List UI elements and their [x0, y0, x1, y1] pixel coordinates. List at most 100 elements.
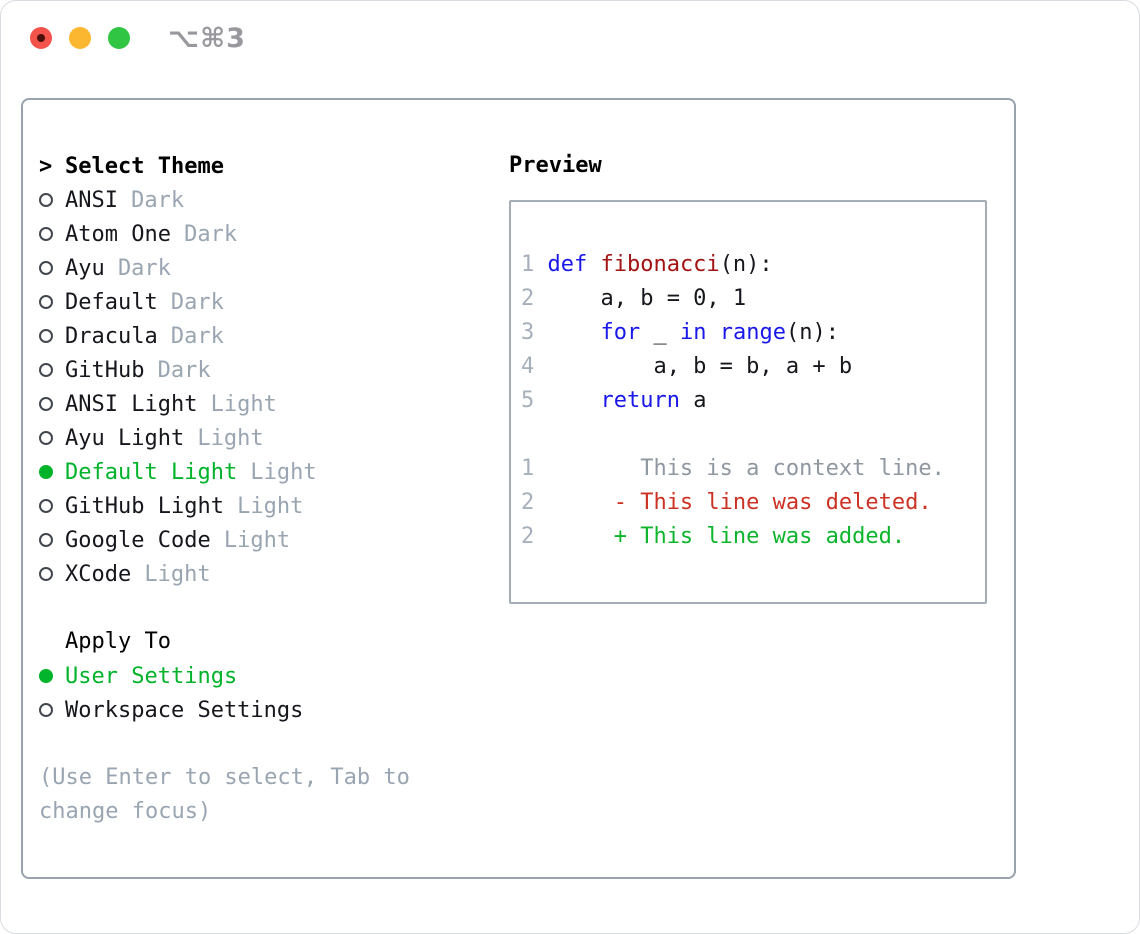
radio-icon[interactable] [39, 703, 53, 717]
theme-option-github-light-light[interactable]: GitHub Light Light [39, 489, 439, 523]
apply-option-label: User Settings [65, 663, 238, 689]
select-theme-header: > Select Theme [39, 149, 439, 183]
radio-selected-icon[interactable] [39, 669, 53, 683]
theme-name: Default [65, 289, 158, 315]
theme-variant-badge: Light [250, 459, 317, 485]
code-span-pl [547, 320, 600, 345]
line-number: 4 [521, 354, 535, 379]
maximize-button[interactable] [108, 27, 130, 49]
theme-variant-badge: Dark [184, 221, 238, 247]
theme-variant-badge: Light [237, 493, 304, 519]
theme-name: Default Light [65, 459, 238, 485]
code-span-pl: _ [640, 320, 680, 345]
line-number: 5 [521, 388, 535, 413]
theme-option-ansi-light-light[interactable]: ANSI Light Light [39, 387, 439, 421]
line-number: 2 [521, 490, 535, 515]
preview-title: Preview [509, 153, 602, 178]
code-line: 2 + This line was added. [521, 520, 975, 554]
theme-variant-badge: Light [210, 391, 277, 417]
radio-icon[interactable] [39, 499, 53, 513]
theme-variant-badge: Dark [131, 187, 185, 213]
theme-name: ANSI Light [65, 391, 198, 417]
radio-icon[interactable] [39, 227, 53, 241]
window-title-shortcut: ⌥⌘3 [168, 23, 246, 54]
theme-name: Google Code [65, 527, 211, 553]
code-span-pl [547, 388, 600, 413]
theme-option-default-light-light[interactable]: Default Light Light [39, 455, 439, 489]
radio-icon[interactable] [39, 533, 53, 547]
code-span-pl: a, b = b, a + b [547, 354, 853, 379]
code-span-pl: (n): [719, 252, 773, 277]
apply-to-title: Apply To [65, 629, 171, 654]
theme-option-xcode-light[interactable]: XCode Light [39, 557, 439, 591]
theme-option-dracula-dark[interactable]: Dracula Dark [39, 319, 439, 353]
theme-name: GitHub Light [65, 493, 224, 519]
theme-option-default-dark[interactable]: Default Dark [39, 285, 439, 319]
radio-icon[interactable] [39, 329, 53, 343]
minimize-button[interactable] [69, 27, 91, 49]
radio-icon[interactable] [39, 363, 53, 377]
code-line: 3 for _ in range(n): [521, 316, 975, 350]
line-number: 1 [521, 456, 535, 481]
code-span-pl: (n): [785, 320, 839, 345]
line-number: 3 [521, 320, 535, 345]
code-span-del: - This line was deleted. [547, 490, 932, 515]
radio-icon[interactable] [39, 193, 53, 207]
theme-name: Dracula [65, 323, 158, 349]
apply-option-workspace-settings[interactable]: Workspace Settings [39, 693, 439, 727]
prompt-caret-icon: > [39, 153, 53, 179]
code-span-kw: in [679, 320, 707, 345]
radio-selected-icon[interactable] [39, 465, 53, 479]
theme-name: Ayu Light [65, 425, 185, 451]
theme-option-atom-one-dark[interactable]: Atom One Dark [39, 217, 439, 251]
code-span-kw: range [719, 320, 786, 345]
line-number: 1 [521, 252, 535, 277]
theme-name: Atom One [65, 221, 171, 247]
radio-icon[interactable] [39, 431, 53, 445]
close-dot-icon [37, 34, 45, 42]
code-span-pl: a, b = 0, 1 [547, 286, 747, 311]
line-number: 2 [521, 524, 535, 549]
theme-name: XCode [65, 561, 132, 587]
code-span-fn: fibonacci [600, 252, 720, 277]
theme-variant-badge: Dark [170, 323, 224, 349]
theme-option-ansi-dark[interactable]: ANSI Dark [39, 183, 439, 217]
code-span-kw: return [600, 388, 680, 413]
theme-name: ANSI [65, 187, 118, 213]
close-button[interactable] [30, 27, 52, 49]
code-line: 2 - This line was deleted. [521, 486, 975, 520]
radio-icon[interactable] [39, 397, 53, 411]
code-line: 1 def fibonacci(n): [521, 248, 975, 282]
theme-variant-badge: Dark [117, 255, 171, 281]
code-span-pl: a [679, 388, 707, 413]
theme-option-ayu-dark[interactable]: Ayu Dark [39, 251, 439, 285]
theme-option-google-code-light[interactable]: Google Code Light [39, 523, 439, 557]
theme-variant-badge: Dark [157, 357, 211, 383]
code-span-kw: def [547, 252, 601, 277]
theme-variant-badge: Light [144, 561, 211, 587]
code-span-pl [706, 320, 719, 345]
theme-variant-badge: Light [223, 527, 291, 553]
code-line: 1 This is a context line. [521, 452, 975, 486]
preview-pane: Preview 1 def fibonacci(n):2 a, b = 0, 1… [509, 149, 987, 604]
keyboard-hint: (Use Enter to select, Tab to change focu… [39, 765, 410, 824]
radio-icon[interactable] [39, 295, 53, 309]
radio-icon[interactable] [39, 261, 53, 275]
theme-name: Ayu [65, 255, 105, 281]
code-span-kw: for [600, 320, 641, 345]
theme-variant-badge: Dark [170, 289, 224, 315]
apply-option-label: Workspace Settings [65, 697, 304, 723]
apply-option-user-settings[interactable]: User Settings [39, 659, 439, 693]
traffic-lights [30, 27, 130, 49]
radio-icon[interactable] [39, 567, 53, 581]
code-line: 4 a, b = b, a + b [521, 350, 975, 384]
code-span-ctx: This is a context line. [547, 456, 945, 481]
